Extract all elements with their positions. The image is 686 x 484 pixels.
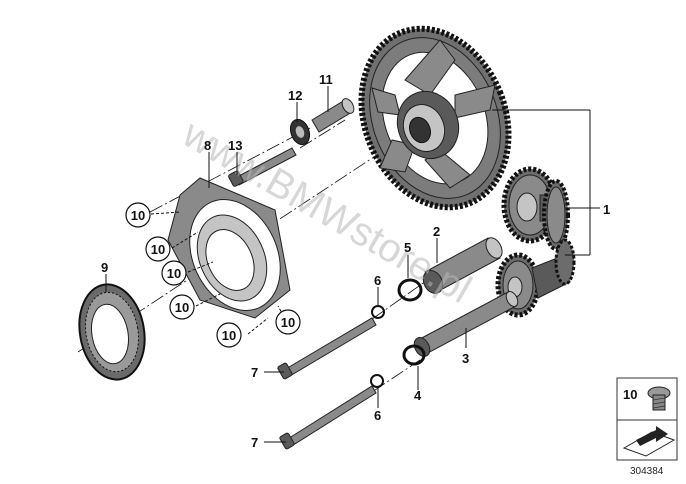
callout-5: 5 [404, 240, 411, 255]
callout-8: 8 [204, 138, 211, 153]
o-ring-5 [397, 278, 423, 302]
legend-number: 10 [623, 387, 637, 402]
screw-icon [647, 386, 671, 411]
circled-callout-10a: 10 [125, 202, 151, 228]
svg-text:10: 10 [175, 300, 189, 315]
callout-1: 1 [603, 202, 610, 217]
svg-text:10: 10 [281, 315, 295, 330]
housing-8 [167, 177, 291, 319]
callout-4: 4 [414, 388, 422, 403]
circled-callout-10c: 10 [161, 260, 187, 286]
o-ring-4 [402, 344, 426, 366]
circled-callout-10d: 10 [169, 294, 195, 320]
legend-box: 10 [616, 377, 678, 461]
bolt-13 [228, 147, 297, 187]
circled-callout-10e: 10 [216, 322, 242, 348]
svg-text:10: 10 [167, 266, 181, 281]
callout-2: 2 [433, 224, 440, 239]
washer-6b [370, 374, 384, 388]
callout-11: 11 [319, 72, 333, 87]
medium-gear [501, 166, 570, 251]
washer-6a [371, 305, 385, 319]
freewheel-9 [78, 283, 146, 381]
bolt-7b [279, 385, 377, 450]
callout-9: 9 [101, 260, 108, 275]
circled-callout-10b: 10 [145, 236, 171, 262]
callout-12: 12 [288, 88, 302, 103]
callout-7b: 7 [251, 435, 258, 450]
shaft-2 [422, 237, 503, 294]
callout-3: 3 [462, 351, 469, 366]
svg-text:10: 10 [131, 208, 145, 223]
arrow-icon [622, 426, 676, 457]
callout-7a: 7 [251, 365, 258, 380]
shaft-3 [413, 291, 519, 357]
pin-11 [311, 98, 355, 133]
large-gear [358, 25, 512, 211]
reference-number: 304384 [630, 466, 664, 477]
callout-6a: 6 [374, 273, 381, 288]
callout-13: 13 [228, 138, 242, 153]
small-gear [495, 238, 576, 318]
bolt-7a [277, 317, 377, 380]
callout-6b: 6 [374, 408, 381, 423]
washer-12 [289, 118, 311, 146]
circled-callout-10f: 10 [275, 309, 301, 335]
svg-text:10: 10 [222, 328, 236, 343]
svg-text:10: 10 [151, 242, 165, 257]
